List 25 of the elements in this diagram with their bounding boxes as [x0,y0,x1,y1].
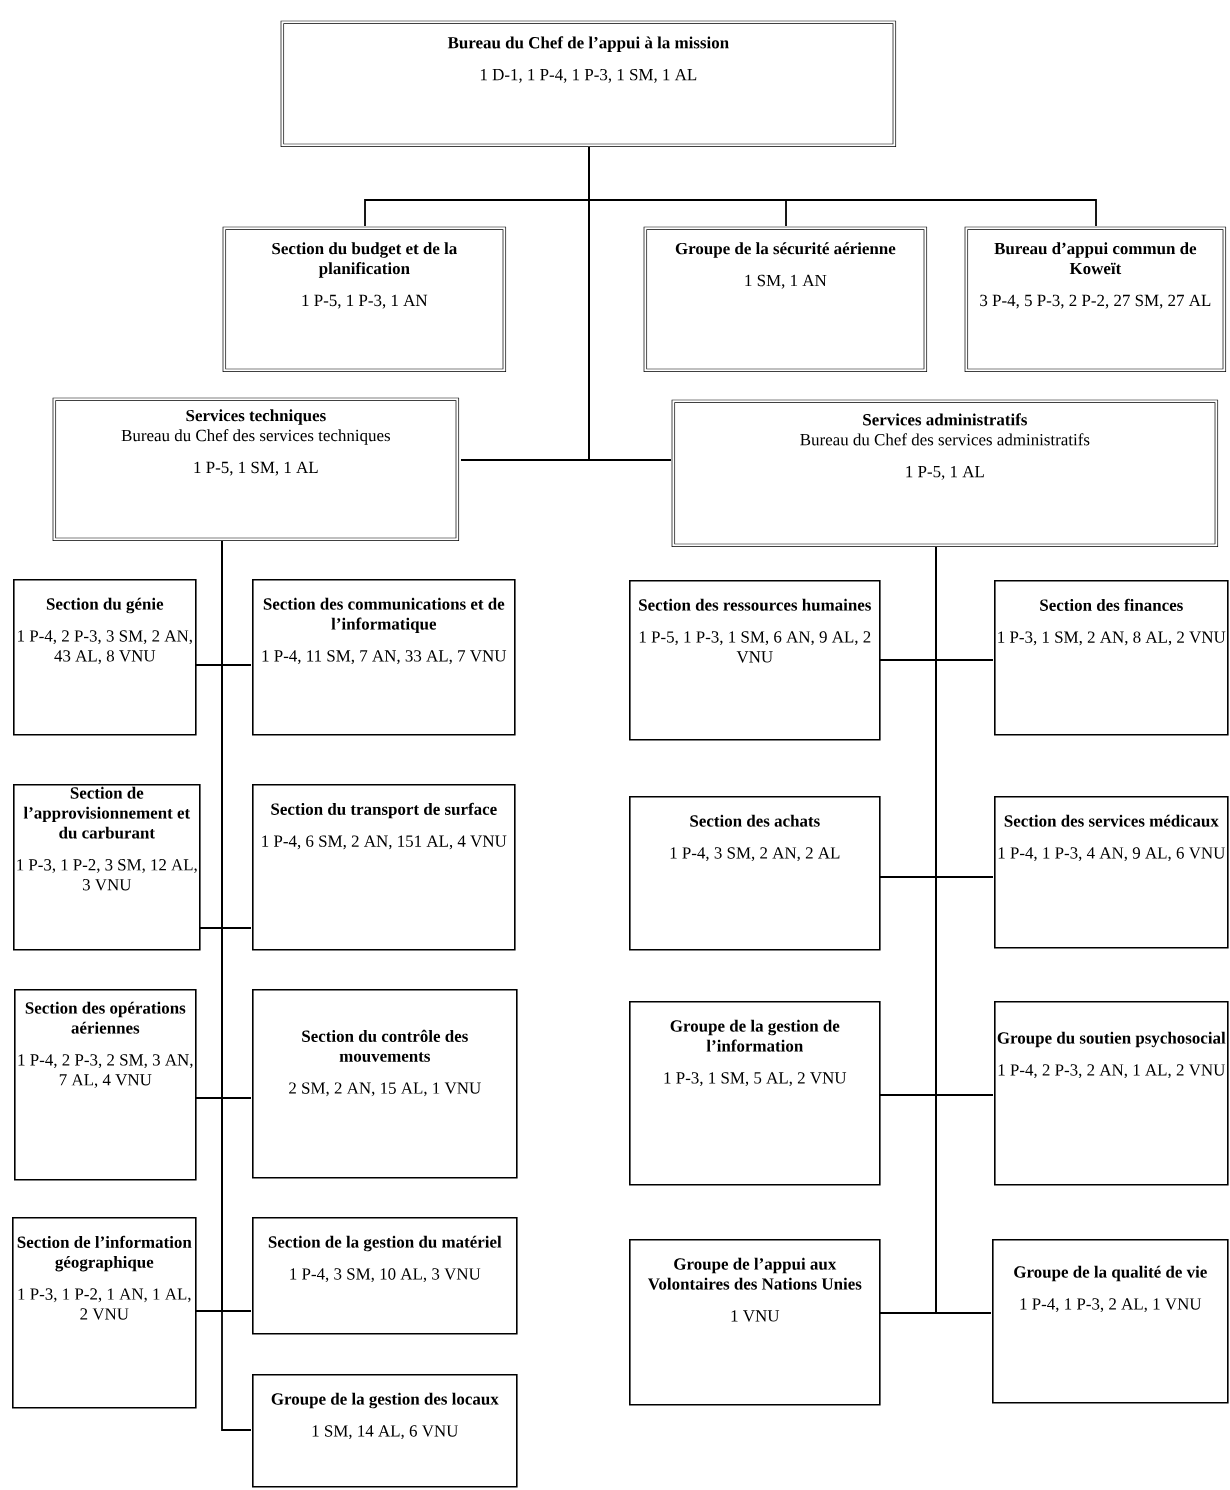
org-box: Section des opérations aériennes 1 P-4, 2 P-3, 2 SM, 3 AN, 7 AL, 4 VNU [14,989,197,1181]
org-box: Section des services médicaux 1 P-4, 1 P-3, 4 AN, 9 AL, 6 VNU [994,796,1229,949]
connector-line [588,146,672,461]
org-box: Section des ressources humaines 1 P-5, 1 P-3, 1 SM, 6 AN, 9 AL, 2 VNU [629,580,881,741]
org-box: Groupe de la qualité de vie 1 P-4, 1 P-3, 2 AL, 1 VNU [992,1239,1229,1404]
org-box: Section des finances 1 P-3, 1 SM, 2 AN, 8 AL, 2 VNU [994,580,1229,736]
org-box: Groupe de la gestion des locaux 1 SM, 14 AL, 6 VNU [252,1374,518,1488]
org-box: Section de la gestion du matériel 1 P-4, 3 SM, 10 AL, 3 VNU [252,1217,518,1335]
org-box: Bureau du Chef de l’appui à la mission 1 D-1, 1 P-4, 1 P-3, 1 SM, 1 AL [280,20,897,148]
org-box: Bureau d’appui commun de Koweït 3 P-4, 5 P-3, 2 P-2, 27 SM, 27 AL [964,226,1227,373]
org-box: Groupe de l’appui aux Volontaires des Nations Unies 1 VNU [629,1239,881,1406]
org-box: Section de l’approvisionnement et du carburant 1 P-3, 1 P-2, 3 SM, 12 AL, 3 VNU [13,784,201,951]
org-box: Section du contrôle des mouvements 2 SM, 2 AN, 15 AL, 1 VNU [252,989,518,1179]
org-box: Section de l’information géographique 1 P-3, 1 P-2, 1 AN, 1 AL, 2 VNU [12,1217,197,1409]
org-box: Groupe de la sécurité aérienne 1 SM, 1 AN [643,226,928,373]
org-box: Groupe du soutien psychosocial 1 P-4, 2 P-3, 2 AN, 1 AL, 2 VNU [994,1001,1229,1186]
org-box: Section du génie 1 P-4, 2 P-3, 3 SM, 2 AN, 43 AL, 8 VNU [13,579,197,736]
org-box: Section des communications et de l’informatique 1 P-4, 11 SM, 7 AN, 33 AL, 7 VNU [252,579,516,736]
org-box: Section du budget et de la planification 1 P-5, 1 P-3, 1 AN [222,226,507,373]
org-box: Services techniques Bureau du Chef des services techniques 1 P-5, 1 SM, 1 AL [52,397,460,542]
org-box: Services administratifs Bureau du Chef des services administratifs 1 P-5, 1 AL [671,399,1219,548]
org-box: Groupe de la gestion de l’information 1 P-3, 1 SM, 5 AL, 2 VNU [629,1001,881,1186]
connector-line [935,546,992,1314]
org-box: Section du transport de surface 1 P-4, 6 SM, 2 AN, 151 AL, 4 VNU [252,784,516,951]
org-box: Section des achats 1 P-4, 3 SM, 2 AN, 2 AL [629,796,881,951]
